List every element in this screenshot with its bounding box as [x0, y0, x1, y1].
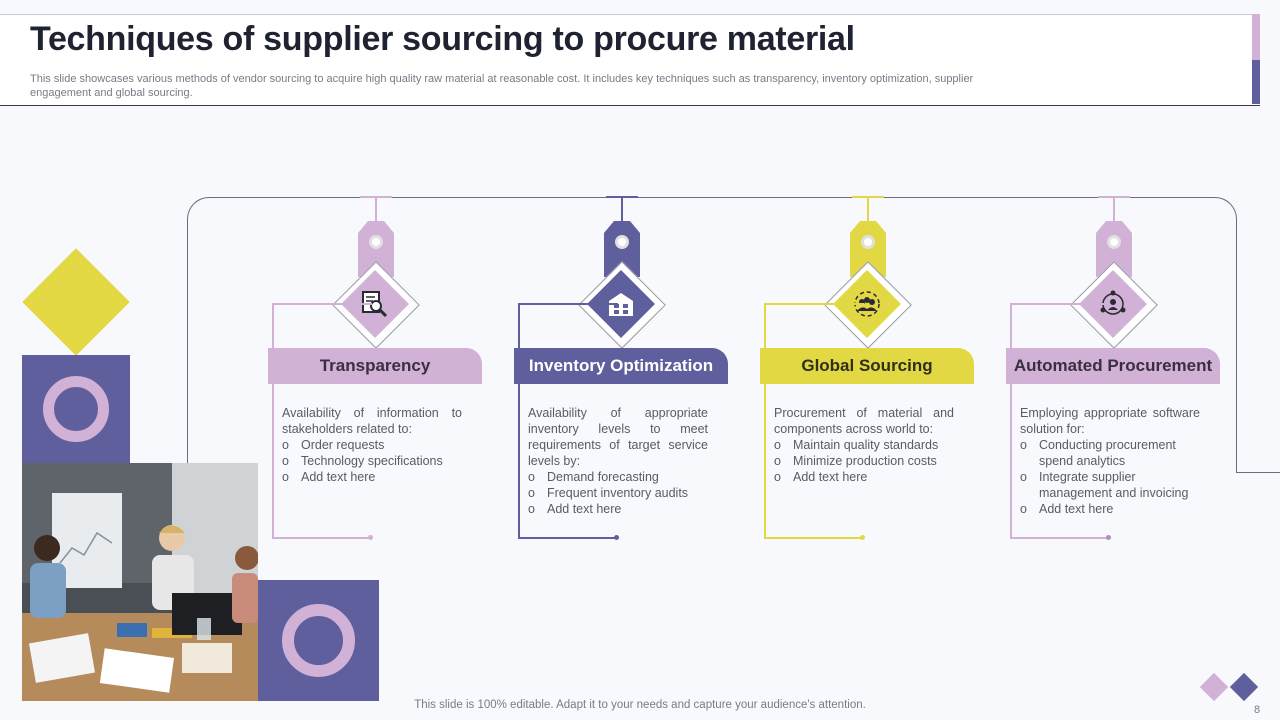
bracket-dot [368, 535, 373, 540]
document-magnifier-glyph [362, 291, 388, 318]
decor-ring [43, 376, 109, 442]
header-accent-indigo [1252, 60, 1260, 104]
tab-stem [621, 197, 623, 225]
bracket [518, 384, 618, 539]
card-bullets: Order requests Technology specifications… [282, 437, 462, 485]
bracket [272, 384, 372, 539]
card-global-sourcing: Global Sourcing Procurement of material … [760, 0, 976, 720]
header-bar [0, 14, 1260, 106]
tag-hole [1107, 235, 1121, 249]
card-intro: Availability of appropriate inventory le… [528, 406, 708, 468]
bullet-item: Maintain quality standards [774, 437, 954, 453]
hang-tag [358, 221, 394, 282]
hang-tag [1096, 221, 1132, 282]
tab-cap [606, 196, 638, 198]
footer-note: This slide is 100% editable. Adapt it to… [414, 699, 866, 711]
tab-stem [867, 197, 869, 225]
card-inventory-optimization: Inventory Optimization Availability of a… [514, 0, 730, 720]
meeting-photo [22, 463, 258, 701]
bracket-dot [1106, 535, 1111, 540]
tag-hole [369, 235, 383, 249]
bullet-item: Order requests [282, 437, 462, 453]
bracket-dot [614, 535, 619, 540]
hang-tag [604, 221, 640, 282]
tab-stem [375, 197, 377, 225]
hang-tag-shape [604, 221, 640, 277]
bullet-item: Technology specifications [282, 453, 462, 469]
card-body: Employing appropriate software solution … [1020, 405, 1200, 517]
bullet-item: Add text here [774, 469, 954, 485]
meeting-photo-illustration [22, 463, 258, 701]
tag-hole [615, 235, 629, 249]
tab-stem [1113, 197, 1115, 225]
header-accent-lilac [1252, 14, 1260, 60]
card-bullets: Maintain quality standards Minimize prod… [774, 437, 954, 485]
bullet-item: Add text here [528, 501, 708, 517]
bullet-item: Add text here [282, 469, 462, 485]
card-intro: Procurement of material and components a… [774, 406, 954, 436]
tab-cap [1098, 196, 1130, 198]
footer-diamond-indigo [1229, 672, 1259, 702]
bullet-item: Add text here [1020, 501, 1200, 517]
bullet-item: Demand forecasting [528, 469, 708, 485]
card-title: Automated Procurement [1006, 348, 1220, 384]
page-number: 8 [1254, 704, 1261, 716]
tab-cap [852, 196, 884, 198]
card-intro: Availability of information to stakehold… [282, 406, 462, 436]
card-bullets: Demand forecasting Frequent inventory au… [528, 469, 708, 517]
bullet-item: Minimize production costs [774, 453, 954, 469]
page-subtitle: This slide showcases various methods of … [30, 73, 974, 99]
global-team-icon [843, 280, 891, 328]
tag-hole [861, 235, 875, 249]
bracket [764, 384, 864, 539]
connector-frame [187, 197, 1237, 473]
card-intro: Employing appropriate software solution … [1020, 406, 1200, 436]
bracket [1010, 384, 1110, 539]
warehouse-icon [597, 280, 645, 328]
global-team-glyph [854, 291, 880, 317]
card-title: Inventory Optimization [514, 348, 728, 384]
card-body: Availability of appropriate inventory le… [528, 405, 708, 517]
hang-tag [850, 221, 886, 282]
hang-tag-shape [850, 221, 886, 277]
connector-extension [1236, 472, 1280, 473]
card-title: Global Sourcing [760, 348, 974, 384]
hang-tag-shape [1096, 221, 1132, 277]
card-body: Procurement of material and components a… [774, 405, 954, 485]
bullet-item: Frequent inventory audits [528, 485, 708, 501]
hang-tag-shape [358, 221, 394, 277]
document-magnifier-icon [351, 280, 399, 328]
decor-yellow-diamond [22, 248, 130, 356]
card-transparency: Transparency Availability of information… [268, 0, 484, 720]
tab-cap [360, 196, 392, 198]
card-title: Transparency [268, 348, 482, 384]
card-automated-procurement: Automated Procurement Employing appropri… [1006, 0, 1222, 720]
bracket-dot [860, 535, 865, 540]
warehouse-glyph [609, 293, 633, 316]
page-title: Techniques of supplier sourcing to procu… [30, 20, 855, 58]
card-body: Availability of information to stakehold… [282, 405, 462, 485]
bullet-item: Integrate supplier management and invoic… [1020, 469, 1200, 501]
bullet-item: Conducting procurement spend analytics [1020, 437, 1200, 469]
card-bullets: Conducting procurement spend analytics I… [1020, 437, 1200, 517]
